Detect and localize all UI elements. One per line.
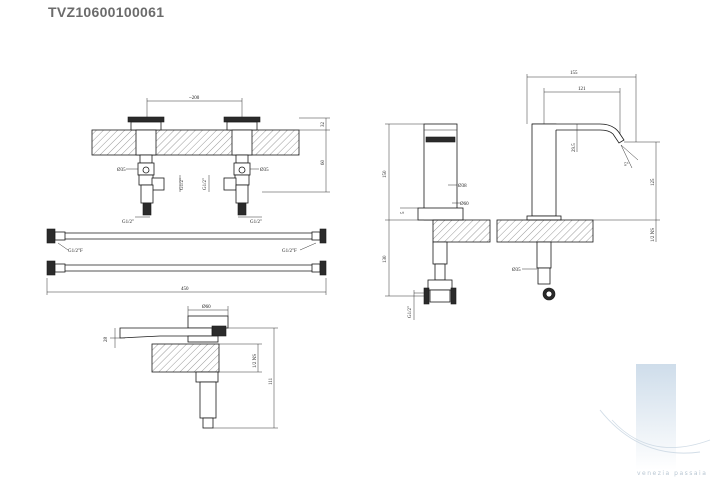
hoses-view: G1/2"F G1/2"F 450	[46, 228, 327, 295]
drawing-title: TVZ10600100061	[48, 4, 165, 20]
dim-g12-left-h: G1/2"	[122, 220, 134, 225]
counter-section-front	[432, 219, 491, 243]
dim-side-d35: Ø35	[512, 268, 521, 273]
dim-bottom-small: 28	[104, 337, 109, 343]
valve-handle-right	[223, 116, 261, 123]
hose-2-left-fitting	[46, 260, 56, 276]
hose-1-left-fitting	[46, 228, 56, 244]
hose-1-right-fitting	[319, 228, 327, 244]
watermark-text: venezia passaia	[637, 470, 707, 477]
dim-side-spout: 29.5	[572, 143, 577, 152]
dim-side-height: 125	[651, 178, 656, 186]
dim-top-spacing: ~200	[189, 96, 200, 101]
valve-handle-left	[127, 116, 165, 123]
dim-front-lower: 130	[383, 255, 388, 263]
counter-section-side	[496, 219, 594, 243]
dim-d35-right: Ø35	[260, 168, 269, 173]
wall-section	[91, 129, 300, 156]
dim-bottom-d60: Ø60	[202, 305, 211, 310]
dim-hose-length: 450	[181, 287, 189, 292]
dim-front-body-height: 150	[383, 170, 388, 178]
dim-side-reach: 121	[578, 87, 586, 92]
bottom-faucet-view: Ø60 28 1/2 NS 111	[104, 305, 278, 429]
dim-d35-left: Ø35	[117, 168, 126, 173]
dim-top-height: 60	[321, 160, 326, 166]
dim-side-thread: 1/2 NS	[651, 228, 656, 242]
dim-top-height-small: 32	[321, 122, 326, 128]
dim-g12-right-h: G1/2"	[250, 220, 262, 225]
front-faucet-view: 150 130 5 Ø38 Ø60 G1/2"	[383, 123, 491, 320]
dim-hose-right-thread: G1/2"F	[282, 249, 297, 254]
dim-g12-left-v: G1/2"	[180, 178, 185, 190]
dim-front-g12: G1/2"	[408, 306, 413, 318]
dim-bottom-thread: 1/2 NS	[253, 354, 258, 368]
side-faucet-view: 155 121 29.5 5° 125 1/2 NS Ø35	[496, 71, 660, 301]
dim-front-small: 5	[401, 211, 406, 214]
dim-front-d60: Ø60	[460, 202, 469, 207]
dim-bottom-total: 111	[269, 377, 274, 385]
dim-front-d38: Ø38	[458, 184, 467, 189]
dim-side-angle: 5°	[624, 163, 629, 168]
counter-section-bottom	[151, 343, 220, 373]
top-valves-view: ~200 32 60 Ø35 Ø35	[91, 96, 330, 225]
watermark-logo-bar	[636, 364, 676, 470]
faucet-spout-side	[532, 123, 625, 144]
hose-2-right-fitting	[319, 260, 327, 276]
brand-watermark: venezia passaia	[599, 364, 711, 477]
dim-side-total: 155	[570, 71, 578, 76]
faucet-body-side	[531, 123, 557, 217]
dim-hose-left-thread: G1/2"F	[68, 249, 83, 254]
dim-g12-right-v: G1/2"	[203, 178, 208, 190]
